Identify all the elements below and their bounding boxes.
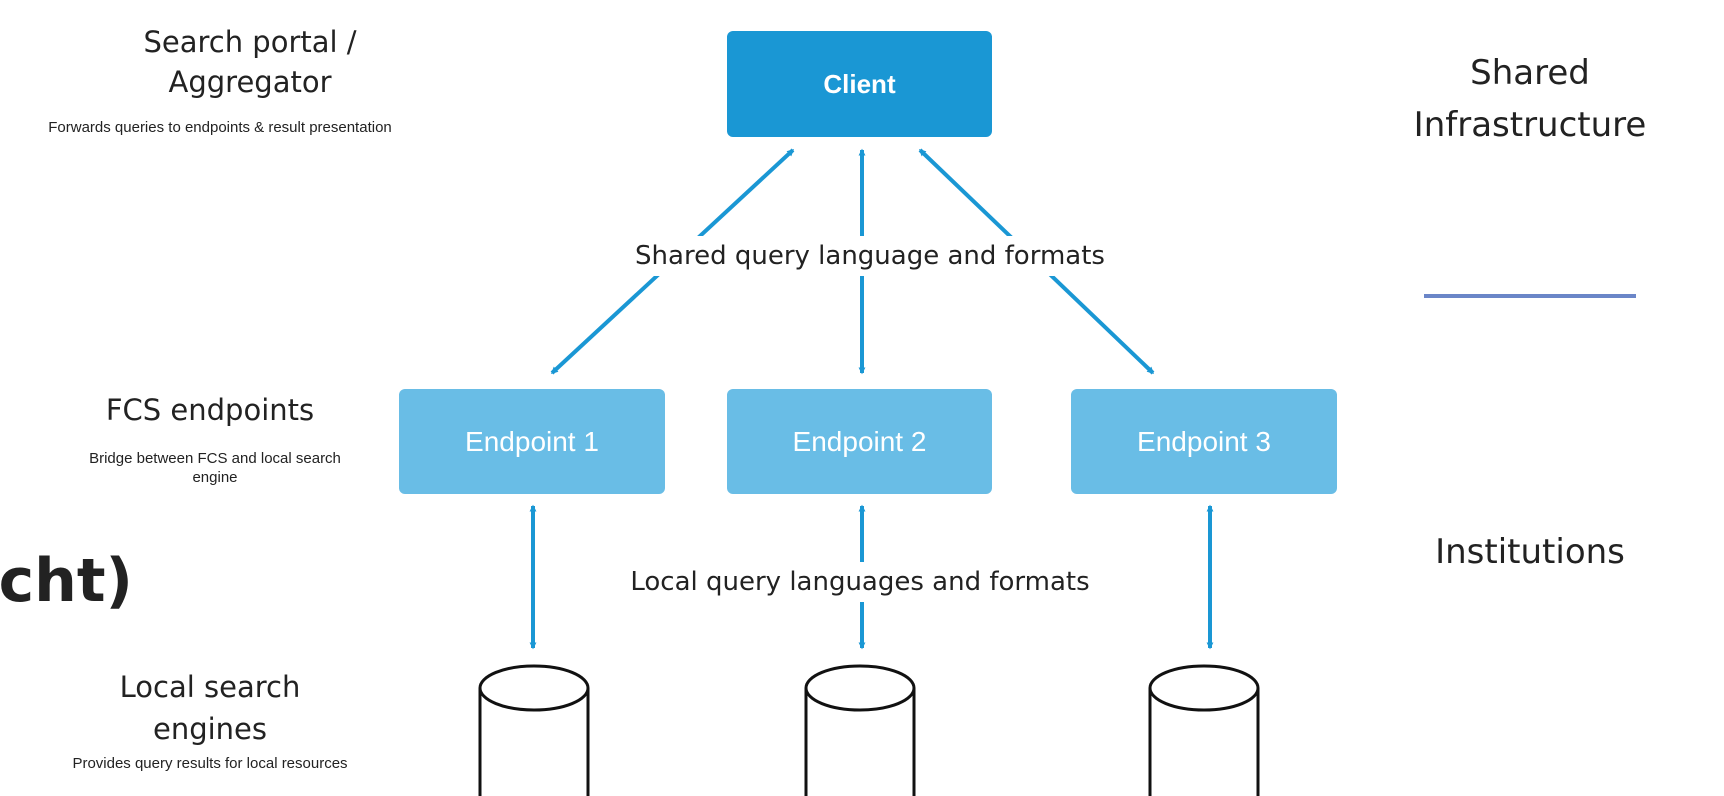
shared-infrastructure-label-line-2: Infrastructure: [1413, 105, 1647, 145]
endpoints-title: FCS endpoints: [105, 393, 315, 427]
engines-description: Provides query results for local resourc…: [72, 755, 348, 772]
engines-title-line-1: Local search: [119, 670, 301, 704]
cut-off-text: icht): [0, 546, 133, 616]
client-box: Client: [727, 31, 992, 137]
database-icon: [804, 664, 916, 796]
aggregator-title-line-2: Aggregator: [168, 65, 332, 99]
endpoints-description-line-2: engine: [192, 469, 238, 486]
endpoints-description-line-1: Bridge between FCS and local search: [89, 450, 341, 467]
local-protocol-label: Local query languages and formats: [560, 562, 1160, 602]
endpoint-1-box: Endpoint 1: [399, 389, 665, 494]
engines-title-line-2: engines: [152, 712, 268, 746]
aggregator-title-line-1: Search portal /: [143, 25, 357, 59]
shared-infrastructure-label-line-1: Shared: [1470, 53, 1590, 93]
shared-protocol-label: Shared query language and formats: [555, 236, 1185, 276]
institutions-label: Institutions: [1435, 532, 1625, 572]
aggregator-description: Forwards queries to endpoints & result p…: [48, 119, 392, 136]
database-icon: [478, 664, 590, 796]
endpoint-3-box: Endpoint 3: [1071, 389, 1337, 494]
database-icon: [1148, 664, 1260, 796]
endpoint-2-box: Endpoint 2: [727, 389, 992, 494]
